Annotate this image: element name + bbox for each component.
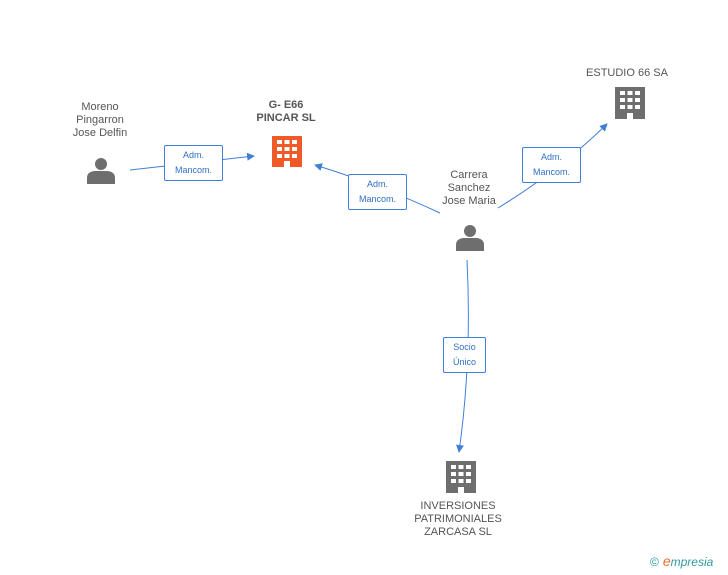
- node-label-carrera[interactable]: Carrera Sanchez Jose Maria: [442, 169, 496, 207]
- building-icon: [446, 461, 476, 493]
- copyright-symbol: ©: [650, 555, 659, 569]
- building-icon: [272, 136, 302, 167]
- empresia-logo: ©empresia: [650, 553, 713, 569]
- edge-label-carrera-inversiones[interactable]: Socio Único: [443, 337, 486, 373]
- brand-name: mpresia: [670, 555, 714, 569]
- node-label-estudio[interactable]: ESTUDIO 66 SA: [586, 67, 668, 79]
- edge-label-moreno-pincar[interactable]: Adm. Mancom.: [164, 145, 223, 181]
- edge-label-carrera-estudio[interactable]: Adm. Mancom.: [522, 147, 581, 183]
- edge-label-carrera-pincar[interactable]: Adm. Mancom.: [348, 174, 407, 210]
- node-label-inversiones[interactable]: INVERSIONES PATRIMONIALES ZARCASA SL: [414, 500, 502, 538]
- building-icon: [615, 87, 645, 119]
- node-label-moreno[interactable]: Moreno Pingarron Jose Delfin: [72, 101, 128, 139]
- node-label-pincar[interactable]: G- E66 PINCAR SL: [256, 99, 316, 124]
- person-icon: [87, 158, 115, 184]
- brand-initial: e: [662, 553, 671, 569]
- person-icon: [456, 225, 484, 251]
